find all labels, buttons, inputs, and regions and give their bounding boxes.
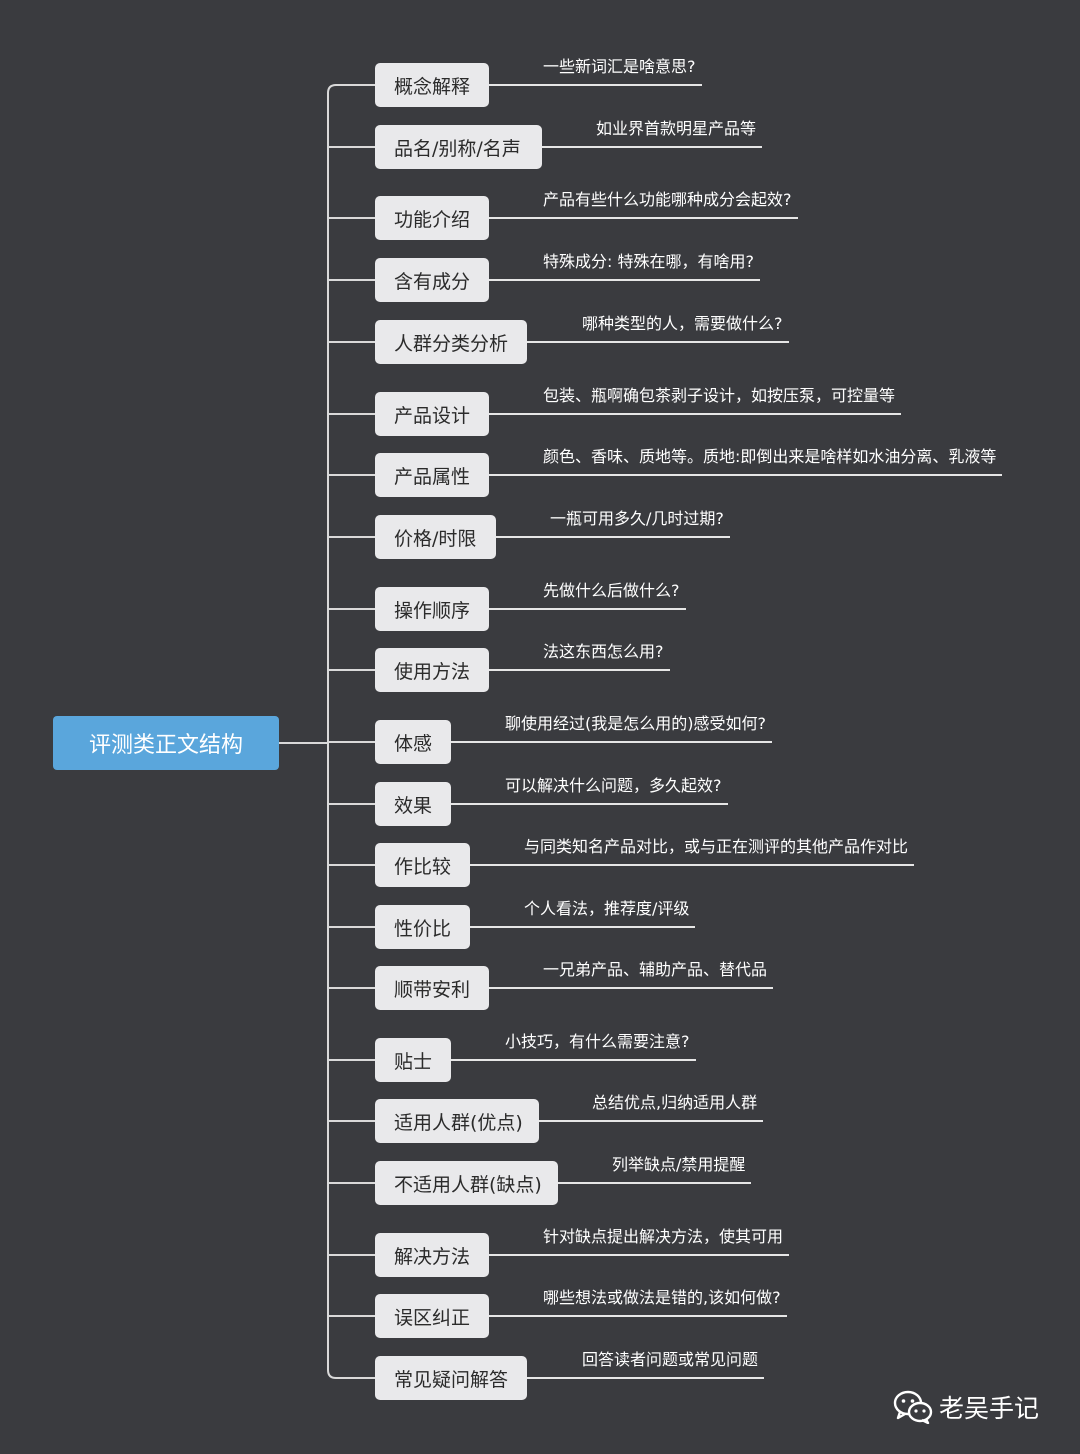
branch-note: 与同类知名产品对比，或与正在测评的其他产品作对比 [524, 837, 909, 856]
branch-node[interactable]: 作比较 [375, 843, 470, 887]
branch-node[interactable]: 含有成分 [375, 258, 489, 302]
note-underline [470, 926, 696, 928]
branch-note: 针对缺点提出解决方法，使其可用 [543, 1227, 784, 1246]
branch-label: 顺带安利 [394, 978, 471, 1001]
branch-label: 概念解释 [394, 75, 471, 98]
branch-note: 列举缺点/禁用提醒 [612, 1155, 746, 1174]
branch-note: 如业界首款明星产品等 [596, 119, 757, 138]
note-underline [489, 217, 798, 219]
branch-note: 一兄弟产品、辅助产品、替代品 [543, 960, 768, 979]
branch-node[interactable]: 体感 [375, 720, 451, 764]
branch-node[interactable]: 不适用人群(缺点) [375, 1161, 558, 1205]
branch-label: 作比较 [394, 855, 452, 878]
note-underline [489, 987, 774, 989]
note-underline [451, 803, 728, 805]
branch-label: 产品设计 [394, 404, 471, 427]
branch-note: 哪些想法或做法是错的,该如何做? [543, 1288, 781, 1307]
wechat-icon [893, 1390, 933, 1424]
note-underline [489, 608, 686, 610]
branch-note: 先做什么后做什么? [543, 581, 680, 600]
branch-node[interactable]: 操作顺序 [375, 587, 489, 631]
branch-note: 个人看法，推荐度/评级 [524, 899, 690, 918]
note-underline [527, 341, 789, 343]
branch-node[interactable]: 解决方法 [375, 1233, 489, 1277]
note-underline [451, 741, 772, 743]
branch-label: 含有成分 [394, 270, 471, 293]
note-underline [489, 1254, 790, 1256]
branch-label: 常见疑问解答 [394, 1368, 509, 1391]
branch-label: 适用人群(优点) [394, 1111, 523, 1134]
branch-label: 产品属性 [394, 465, 471, 488]
branch-label: 操作顺序 [394, 599, 471, 622]
branch-node[interactable]: 常见疑问解答 [375, 1356, 527, 1400]
branch-note: 一些新词汇是啥意思? [543, 57, 696, 76]
branch-label: 人群分类分析 [394, 332, 509, 355]
branch-node[interactable]: 产品属性 [375, 453, 489, 497]
root-node[interactable]: 评测类正文结构 [53, 716, 279, 770]
note-underline [489, 279, 760, 281]
branch-label: 误区纠正 [394, 1306, 471, 1329]
note-underline [489, 669, 670, 671]
note-underline [527, 1377, 765, 1379]
note-underline [489, 84, 702, 86]
branch-note: 包装、瓶啊确包茶剥子设计，如按压泵，可控量等 [543, 386, 896, 405]
branch-label: 解决方法 [394, 1245, 471, 1268]
watermark: 老吴手记 [893, 1386, 1039, 1428]
branch-node[interactable]: 人群分类分析 [375, 320, 527, 364]
branch-label: 价格/时限 [394, 527, 477, 550]
branch-note: 一瓶可用多久/几时过期? [550, 509, 724, 528]
branch-note: 可以解决什么问题，多久起效? [505, 776, 722, 795]
branch-node[interactable]: 产品设计 [375, 392, 489, 436]
branch-note: 颜色、香味、质地等。质地:即倒出来是啥样如水油分离、乳液等 [543, 447, 997, 466]
note-underline [542, 146, 763, 148]
note-underline [539, 1120, 764, 1122]
branch-label: 体感 [394, 732, 433, 755]
note-underline [489, 1315, 787, 1317]
branch-note: 聊使用经过(我是怎么用的)感受如何? [505, 714, 766, 733]
note-underline [496, 536, 730, 538]
branch-node[interactable]: 适用人群(优点) [375, 1099, 539, 1143]
branch-note: 产品有些什么功能哪种成分会起效? [543, 190, 792, 209]
branch-note: 小技巧，有什么需要注意? [505, 1032, 690, 1051]
branch-node[interactable]: 贴士 [375, 1038, 451, 1082]
branch-node[interactable]: 品名/别称/名声 [375, 125, 542, 169]
branch-label: 使用方法 [394, 660, 471, 683]
branch-node[interactable]: 性价比 [375, 905, 470, 949]
branch-node[interactable]: 误区纠正 [375, 1294, 489, 1338]
branch-note: 回答读者问题或常见问题 [582, 1350, 759, 1369]
branch-connector [327, 1369, 375, 1379]
branch-node[interactable]: 使用方法 [375, 648, 489, 692]
branch-node[interactable]: 效果 [375, 782, 451, 826]
branch-connector [327, 84, 375, 94]
root-label: 评测类正文结构 [88, 733, 243, 758]
watermark-text: 老吴手记 [939, 1394, 1040, 1423]
branch-label: 贴士 [394, 1050, 433, 1073]
note-underline [470, 864, 915, 866]
branch-label: 效果 [394, 794, 433, 817]
branch-node[interactable]: 价格/时限 [375, 515, 496, 559]
branch-label: 不适用人群(缺点) [394, 1173, 542, 1196]
branch-node[interactable]: 概念解释 [375, 63, 489, 107]
branch-note: 特殊成分: 特殊在哪，有啥用? [543, 252, 754, 271]
note-underline [489, 474, 1003, 476]
branch-label: 性价比 [394, 917, 452, 940]
note-underline [558, 1182, 752, 1184]
branch-note: 法这东西怎么用? [543, 642, 664, 661]
branch-node[interactable]: 功能介绍 [375, 196, 489, 240]
branch-label: 功能介绍 [394, 208, 471, 231]
note-underline [451, 1059, 696, 1061]
branch-label: 品名/别称/名声 [394, 137, 521, 160]
branch-note: 哪种类型的人，需要做什么? [582, 314, 783, 333]
branch-note: 总结优点,归纳适用人群 [592, 1093, 758, 1112]
note-underline [489, 413, 902, 415]
branch-node[interactable]: 顺带安利 [375, 966, 489, 1010]
